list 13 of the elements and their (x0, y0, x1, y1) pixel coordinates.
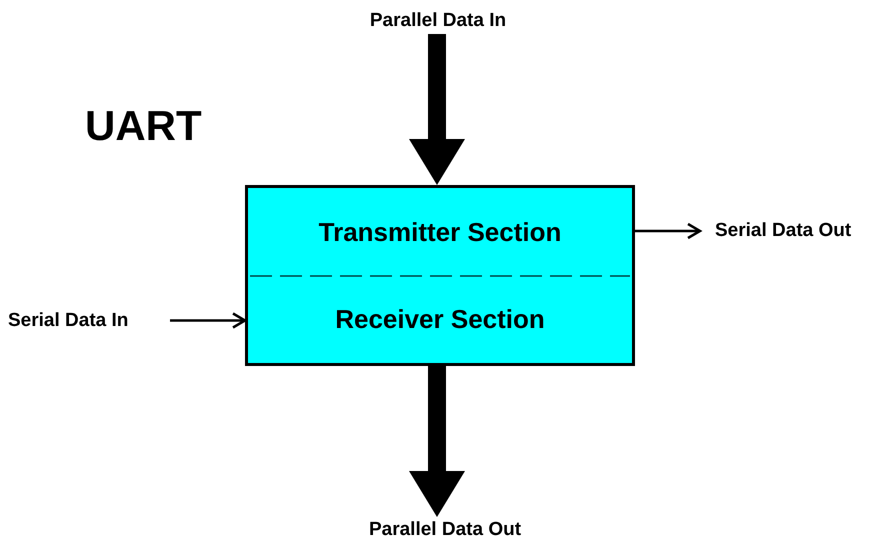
receiver-section (245, 275, 635, 366)
section-label: Receiver Section (335, 304, 545, 334)
output-label: Parallel Data Out (368, 519, 522, 541)
section-label: Transmitter Section (318, 216, 562, 248)
input-label: Serial Data In (8, 310, 128, 332)
diagram-title: UART (85, 101, 202, 151)
arrow (409, 34, 465, 185)
arrow (635, 222, 702, 240)
arrow (170, 312, 246, 329)
input-label: Parallel Data In (370, 10, 506, 32)
transmitter-section (245, 185, 635, 276)
arrow (409, 366, 465, 517)
output-label: Serial Data Out (715, 220, 852, 242)
